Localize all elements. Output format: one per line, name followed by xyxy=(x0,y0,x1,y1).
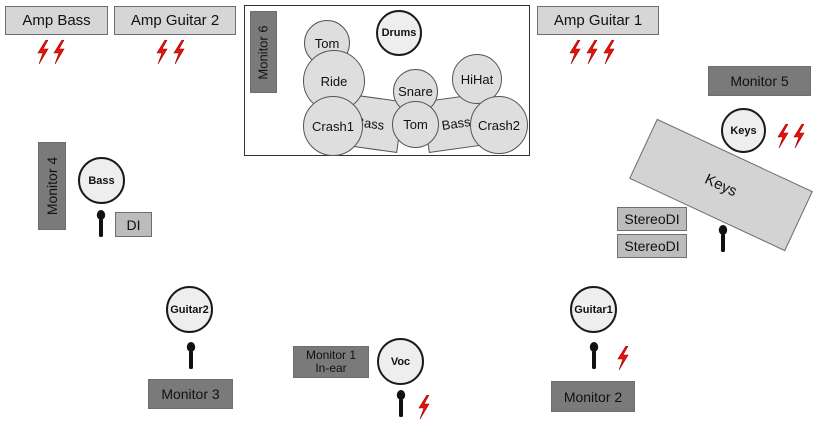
monitor-5-label: Monitor 5 xyxy=(730,73,789,89)
microphone-icon xyxy=(718,225,728,253)
guitar1-player-label: Guitar1 xyxy=(574,303,613,316)
tom-mid-label: Tom xyxy=(403,117,428,132)
stereo-di-2-label: StereoDI xyxy=(624,238,680,254)
microphone-icon xyxy=(396,390,406,418)
power-outlet-icon xyxy=(37,40,49,64)
monitor-6-label: Monitor 6 xyxy=(256,24,272,80)
bass-di: DI xyxy=(115,212,152,237)
power-outlet-icon xyxy=(156,40,168,64)
stereo-di-2: StereoDI xyxy=(617,234,687,258)
bass-player-label: Bass xyxy=(88,174,115,187)
keyboard-label: Keys xyxy=(702,170,740,200)
crash2-cymbal: Crash2 xyxy=(470,96,528,154)
microphone-icon xyxy=(96,210,106,238)
amp-bass: Amp Bass xyxy=(5,6,108,35)
stereo-di-1: StereoDI xyxy=(617,207,687,231)
keys-player-label: Keys xyxy=(730,124,757,137)
amp-guitar-2-label: Amp Guitar 2 xyxy=(130,12,220,29)
guitar1-player: Guitar1 xyxy=(570,286,617,333)
power-outlet-icon xyxy=(793,124,805,148)
vocal-player: Voc xyxy=(377,338,424,385)
microphone-icon xyxy=(589,342,599,370)
bass-player: Bass xyxy=(78,157,125,204)
power-outlet-icon xyxy=(603,40,615,64)
power-outlet-icon xyxy=(53,40,65,64)
amp-bass-label: Amp Bass xyxy=(22,12,91,29)
power-outlet-icon xyxy=(569,40,581,64)
microphone-icon xyxy=(186,342,196,370)
tom-top-label: Tom xyxy=(314,35,340,51)
hihat-cymbal: HiHat xyxy=(452,54,502,104)
monitor-1-label: Monitor 1 In-ear xyxy=(305,348,357,375)
crash1-cymbal-label: Crash1 xyxy=(312,118,354,134)
drummer-label: Drums xyxy=(381,27,417,39)
power-outlet-icon xyxy=(777,124,789,148)
monitor-6: Monitor 6 xyxy=(250,11,277,93)
power-outlet-icon xyxy=(586,40,598,64)
power-outlet-icon xyxy=(173,40,185,64)
bass-drum-right-label: Bass xyxy=(440,113,472,133)
power-outlet-icon xyxy=(418,395,430,419)
monitor-4: Monitor 4 xyxy=(38,142,66,230)
drummer: Drums xyxy=(376,10,422,56)
vocal-player-label: Voc xyxy=(390,355,411,368)
monitor-3-label: Monitor 3 xyxy=(161,386,220,402)
keys-player: Keys xyxy=(721,108,766,153)
monitor-2-label: Monitor 2 xyxy=(563,388,623,405)
bass-di-label: DI xyxy=(126,216,141,233)
hihat-cymbal-label: HiHat xyxy=(460,71,494,87)
crash2-cymbal-label: Crash2 xyxy=(478,117,520,133)
stereo-di-1-label: StereoDI xyxy=(624,211,680,227)
monitor-3: Monitor 3 xyxy=(148,379,233,409)
monitor-4-label: Monitor 4 xyxy=(44,156,61,216)
power-outlet-icon xyxy=(617,346,629,370)
guitar2-player-label: Guitar2 xyxy=(170,303,209,316)
amp-guitar-1-label: Amp Guitar 1 xyxy=(553,12,643,29)
tom-mid: Tom xyxy=(392,101,439,148)
monitor-1-in-ear: Monitor 1 In-ear xyxy=(293,346,369,378)
guitar2-player: Guitar2 xyxy=(166,286,213,333)
monitor-5: Monitor 5 xyxy=(708,66,811,96)
amp-guitar-1: Amp Guitar 1 xyxy=(537,6,659,35)
monitor-2: Monitor 2 xyxy=(551,381,635,412)
drum-riser: Monitor 6 Bass Bass Tom Ride Crash1 Drum… xyxy=(244,5,530,156)
snare-drum-label: Snare xyxy=(398,84,433,99)
crash1-cymbal: Crash1 xyxy=(303,96,363,156)
amp-guitar-2: Amp Guitar 2 xyxy=(114,6,236,35)
ride-cymbal-label: Ride xyxy=(320,73,348,89)
